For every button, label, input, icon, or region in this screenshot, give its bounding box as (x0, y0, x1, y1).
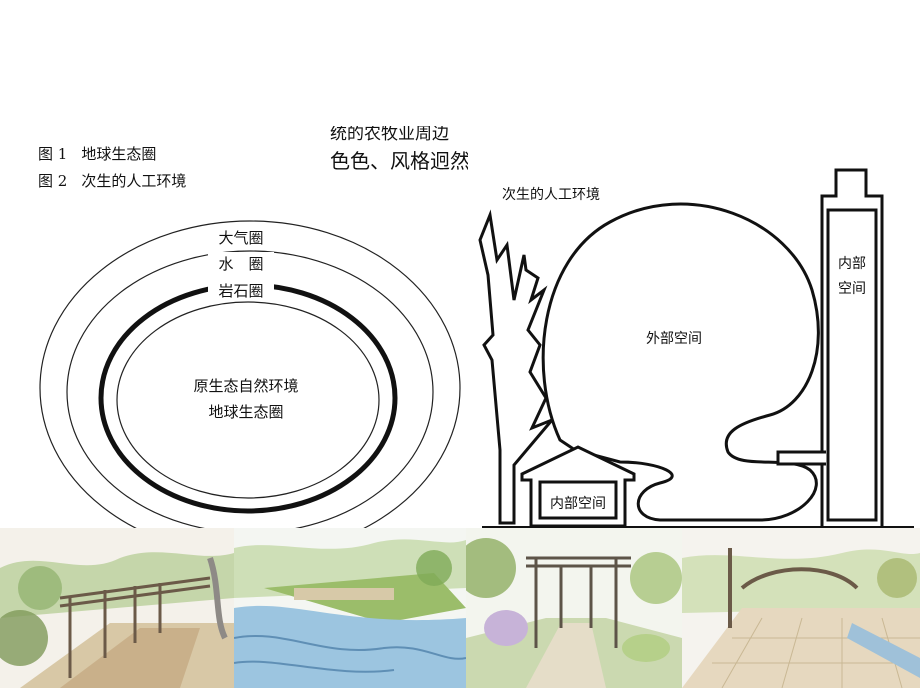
center-label-line-2: 地球生态圈 (208, 403, 283, 421)
waterside-terrace-sketch (234, 528, 466, 688)
pergola-walkway-sketch (0, 528, 234, 688)
center-label-line-1: 原生态自然环境 (193, 377, 298, 395)
inner-ring (116, 301, 380, 499)
tree-outline (478, 209, 554, 525)
paragraph-line-1: 统的农牧业周边 (330, 126, 449, 144)
ring-label-atmosphere: 大气圈 (218, 229, 263, 247)
outer-space-label: 外部空间 (646, 331, 702, 347)
tower-interior (826, 208, 878, 522)
tower-label-line-1: 内部 (838, 256, 866, 272)
outer-space-blob (541, 202, 820, 522)
truncated-paragraph: 统的农牧业周边 色色、风格迥然 (330, 126, 468, 184)
ring-label-lithosphere: 岩石圈 (218, 282, 263, 300)
garden-arbor-sketch (466, 528, 682, 688)
lithosphere-ring (98, 282, 398, 514)
house-outline (520, 445, 636, 528)
tower-ledge (776, 450, 826, 466)
plaza-pavilion-sketch (682, 528, 920, 688)
figure2-title: 次生的人工环境 (502, 187, 600, 203)
ring-label-hydrosphere: 水 圈 (218, 255, 263, 273)
earth-ecosphere-diagram: 大气圈 水 圈 岩石圈 原生态自然环境 地球生态圈 (39, 220, 461, 556)
house-label: 内部空间 (550, 496, 606, 512)
tower-label-line-2: 空间 (838, 281, 866, 297)
paragraph-line-2: 色色、风格迥然 (330, 149, 468, 173)
artificial-environment-diagram: 次生的人工环境 外部空间 内部空间 内部 空间 (478, 168, 914, 533)
tower-outline (820, 168, 884, 526)
house-interior (538, 480, 618, 520)
